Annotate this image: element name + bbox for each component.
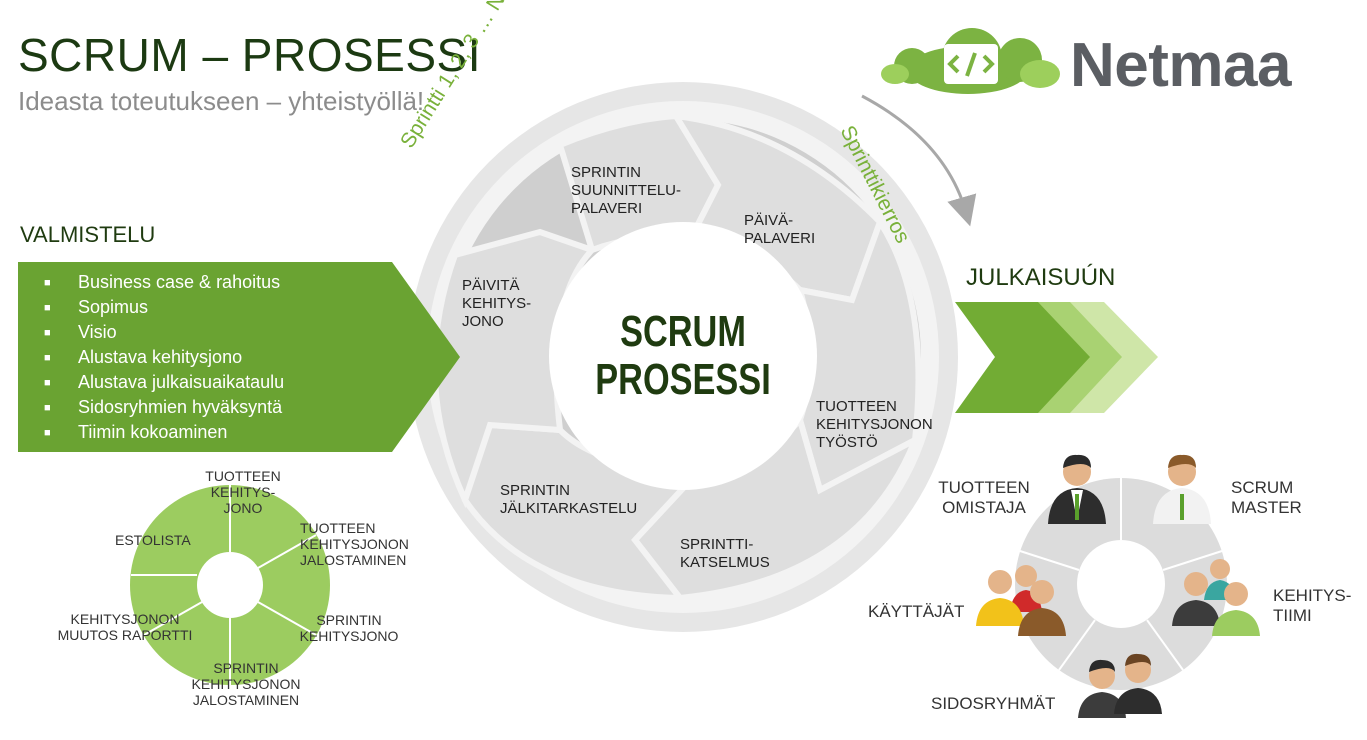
valmistelu-item-label: Sopimus [78,297,149,317]
backlog-ring-dividers [131,485,317,685]
cycle-segment-label: SPRINTTI- KATSELMUS [680,536,770,571]
role-label: SCRUM MASTER [1231,478,1302,517]
bullet-icon: ■ [44,401,51,414]
julkaisu-heading: JULKAISUÚN [966,264,1116,291]
page-subtitle: Ideasta toteutukseen – yhteistyöllä! [18,86,425,116]
valmistelu-item: ■ Sopimus [44,295,284,320]
bullet-icon: ■ [44,276,51,289]
role-label: KEHITYS- TIIMI [1273,586,1352,625]
backlog-ring-label: TUOTTEEN KEHITYSJONON JALOSTAMINEN [300,520,409,568]
backlog-ring-label: KEHITYSJONON MUUTOS RAPORTTI [57,611,193,643]
role-label: TUOTTEEN OMISTAJA [938,478,1030,517]
code-cloud-icon [881,28,1060,94]
valmistelu-item: ■ Tiimin kokoaminen [44,420,284,445]
users-icon [976,565,1066,636]
dev-team-icon [1172,559,1260,636]
cycle-segment-label: PÄIVÄ- PALAVERI [744,212,816,247]
backlog-ring-label: TUOTTEEN KEHITYS- JONO [205,468,281,516]
valmistelu-item-label: Sidosryhmien hyväksyntä [78,397,283,417]
valmistelu-item: ■ Alustava kehitysjono [44,345,284,370]
valmistelu-item-label: Alustava kehitysjono [78,347,243,367]
valmistelu-item: ■ Alustava julkaisuaikataulu [44,370,284,395]
page-title: SCRUM – PROSESSI [18,29,481,81]
valmistelu-list: ■ Business case & rahoitus ■ Sopimus ■ Visi… [44,270,284,445]
bullet-icon: ■ [44,326,51,339]
cycle-segment-label: TUOTTEEN KEHITYSJONON TYÖSTÖ [816,398,933,451]
backlog-ring-label: ESTOLISTA [115,532,191,548]
bullet-icon: ■ [44,426,51,439]
sprint-round-arrow [861,94,977,227]
valmistelu-item: ■ Business case & rahoitus [44,270,284,295]
roles-ring-dividers [1019,478,1223,671]
cycle-center [549,222,817,490]
valmistelu-item-label: Tiimin kokoaminen [78,422,228,442]
cycle-segment-label: SPRINTIN JÄLKITARKASTELU [500,482,638,517]
product-owner-icon [1048,454,1106,524]
valmistelu-item-label: Alustava julkaisuaikataulu [78,372,285,392]
scrum-master-icon [1153,454,1211,524]
backlog-ring-label: SPRINTIN KEHITYSJONON JALOSTAMINEN [191,660,301,708]
bullet-icon: ■ [44,376,51,389]
cycle-segment-label: PÄIVITÄ KEHITYS- JONO [462,277,532,330]
valmistelu-arrow [18,262,460,452]
roles-ring-hole [1077,540,1165,628]
role-label: SIDOSRYHMÄT [931,694,1056,713]
role-label: KÄYTTÄJÄT [868,602,965,621]
julkaisu-chevron-1 [955,302,1090,413]
bullet-icon: ■ [44,301,51,314]
bullet-icon: ■ [44,351,51,364]
backlog-ring-hole [197,552,263,618]
logo-text: Netmaa [1070,31,1292,100]
valmistelu-item: ■ Sidosryhmien hyväksyntä [44,395,284,420]
cycle-center-title: SCRUM PROSESSI [595,307,771,404]
valmistelu-item-label: Business case & rahoitus [78,272,281,292]
valmistelu-item-label: Visio [78,322,117,342]
backlog-ring-label: SPRINTIN KEHITYSJONO [299,612,399,644]
valmistelu-heading: VALMISTELU [20,222,156,247]
cycle-segments [431,112,922,602]
valmistelu-item: ■ Visio [44,320,284,345]
cycle-segment-label: SPRINTIN SUUNNITTELU- PALAVERI [571,164,682,217]
stakeholders-icon [1078,653,1162,718]
